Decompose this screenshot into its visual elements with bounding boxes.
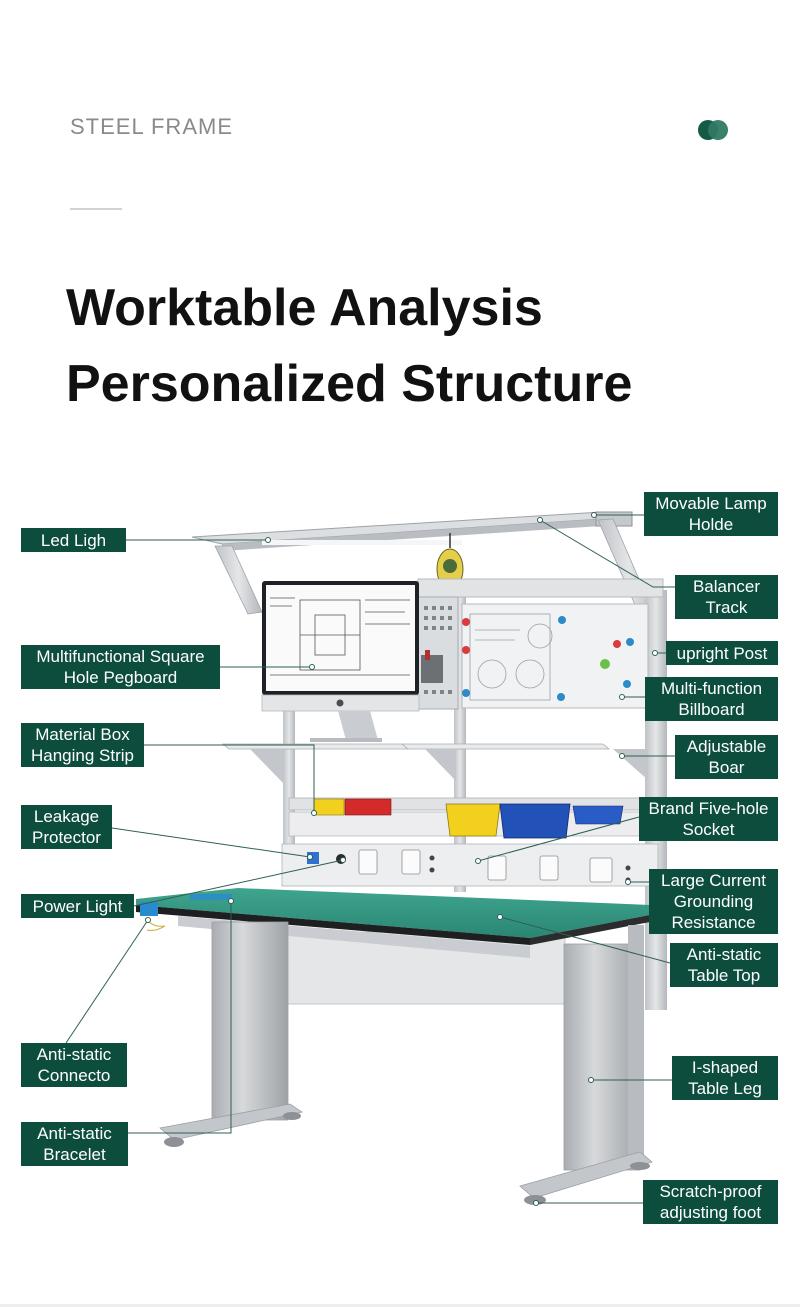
label-grounding-resistance: Large Current Grounding Resistance xyxy=(649,869,778,934)
label-five-hole-socket: Brand Five-hole Socket xyxy=(639,797,778,841)
pegboard xyxy=(417,596,459,710)
leader-dots xyxy=(145,512,658,1206)
top-crossbar xyxy=(417,578,664,598)
label-movable-lamp-holder: Movable Lamp Holde xyxy=(644,492,778,536)
decorative-dots xyxy=(698,119,732,141)
apple-logo-icon xyxy=(336,699,344,707)
socket-panel xyxy=(281,843,659,887)
table-legs xyxy=(159,921,653,1205)
billboard xyxy=(461,603,649,709)
section-label: STEEL FRAME xyxy=(70,114,233,139)
anti-static-accessories xyxy=(140,894,232,932)
label-billboard: Multi-function Billboard xyxy=(645,677,778,721)
label-anti-static-connector: Anti-static Connecto xyxy=(21,1043,127,1087)
material-box-strip xyxy=(288,797,650,839)
label-led-light: Led Ligh xyxy=(21,528,126,552)
title-line-1: Worktable Analysis xyxy=(66,279,543,337)
label-adjusting-foot: Scratch-proof adjusting foot xyxy=(643,1180,778,1224)
dot-light xyxy=(708,120,728,140)
leader-lines xyxy=(65,514,675,1204)
label-balancer-track: Balancer Track xyxy=(675,575,778,619)
lamp-canopy xyxy=(191,511,661,631)
title-line-2: Personalized Structure xyxy=(66,355,633,413)
label-anti-static-bracelet: Anti-static Bracelet xyxy=(21,1122,128,1166)
label-leakage-protector: Leakage Protector xyxy=(21,805,112,849)
label-material-box-strip: Material Box Hanging Strip xyxy=(21,723,144,767)
label-i-shaped-table-leg: I-shaped Table Leg xyxy=(672,1056,778,1100)
header-divider xyxy=(70,208,122,210)
label-upright-post: upright Post xyxy=(666,641,778,665)
page-bottom-divider xyxy=(0,1304,800,1307)
label-adjustable-board: Adjustable Boar xyxy=(675,735,778,779)
label-power-light: Power Light xyxy=(21,894,134,918)
label-pegboard: Multifunctional Square Hole Pegboard xyxy=(21,645,220,689)
label-anti-static-table-top: Anti-static Table Top xyxy=(670,943,778,987)
